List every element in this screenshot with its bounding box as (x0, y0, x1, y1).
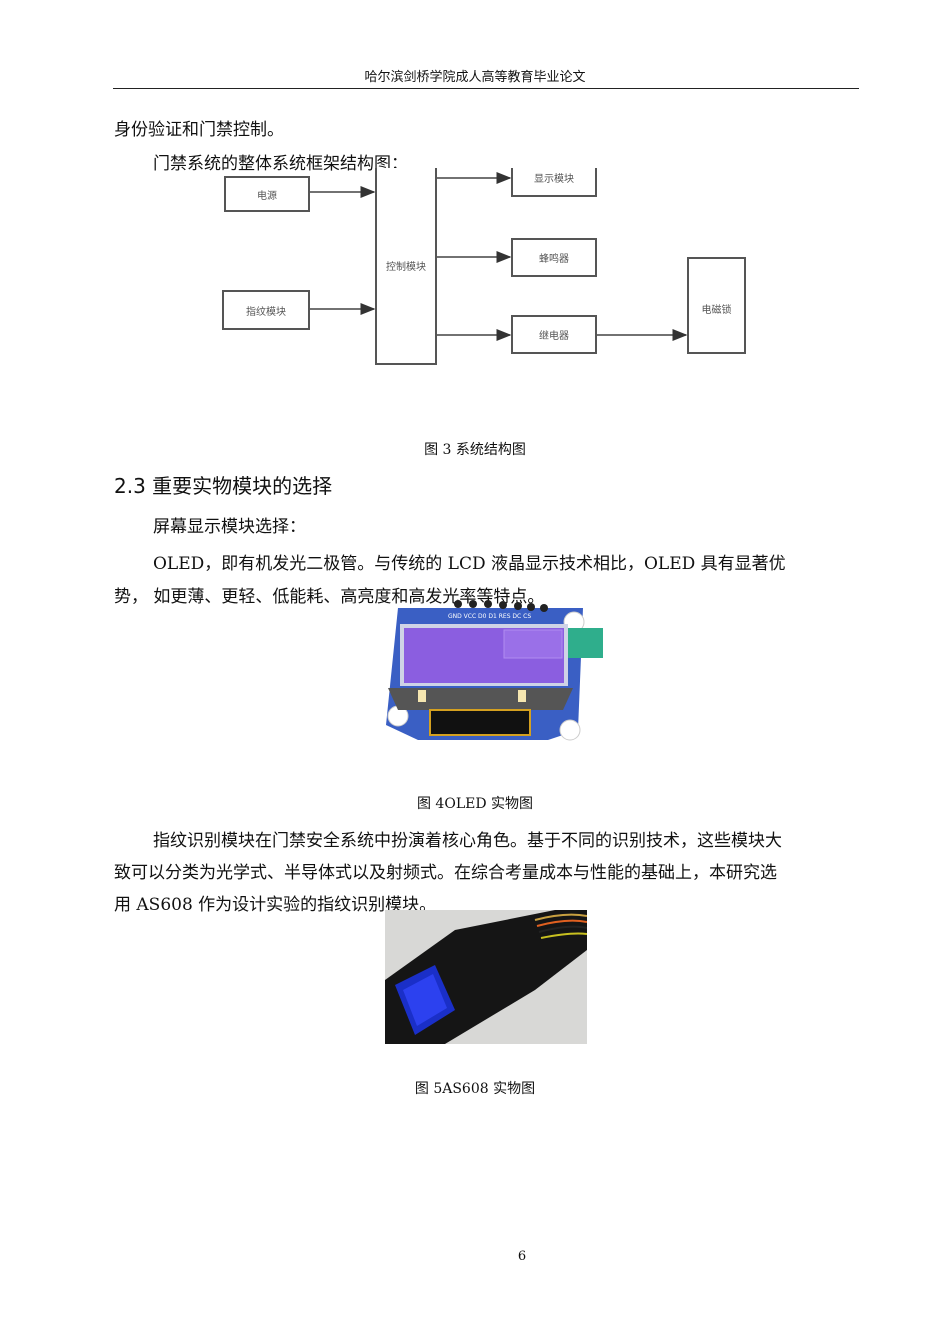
figure-caption: 图 4OLED 实物图 (416, 796, 534, 812)
relay-box: 继电器 (511, 315, 597, 354)
figure-caption: 图 5AS608 实物图 (414, 1081, 536, 1097)
paragraph: OLED，即有机发光二极管。与传统的 LCD 液晶显示技术相比，OLED 具有显… (153, 554, 786, 574)
lock-box: 电磁锁 (687, 257, 746, 354)
paragraph: 指纹识别模块在门禁安全系统中扮演着核心角色。基于不同的识别技术，这些模块大 (153, 831, 782, 851)
oled-pin-labels: GND VCC D0 D1 RES DC CS (448, 613, 531, 620)
paragraph: 门禁系统的整体系统框架结构图： (153, 154, 408, 174)
paragraph: 屏幕显示模块选择： (153, 517, 306, 537)
page-number: 6 (517, 1249, 527, 1264)
oled-module-photo: GND VCC D0 D1 RES DC CS (386, 600, 603, 741)
diagram-connectors (310, 172, 688, 341)
paragraph: 用 AS608 作为设计实验的指纹识别模块。 (114, 895, 437, 915)
page-header: 哈尔滨剑桥学院成人高等教育毕业论文 (364, 70, 586, 85)
as608-module-photo (385, 910, 587, 1044)
figure-caption: 图 3 系统结构图 (424, 442, 526, 458)
section-heading: 2.3 重要实物模块的选择 (114, 474, 333, 498)
power-box: 电源 (224, 176, 310, 212)
fingerprint-box: 指纹模块 (222, 290, 310, 330)
header-rule (113, 88, 859, 89)
display-box: 显示模块 (511, 168, 597, 197)
control-box: 控制模块 (375, 168, 437, 365)
buzzer-box: 蜂鸣器 (511, 238, 597, 277)
paragraph: 身份验证和门禁控制。 (114, 120, 284, 140)
paragraph: 致可以分类为光学式、半导体式以及射频式。在综合考量成本与性能的基础上，本研究选 (114, 863, 777, 883)
paragraph: 势， 如更薄、更轻、低能耗、高亮度和高发光率等特点。 (114, 587, 545, 607)
